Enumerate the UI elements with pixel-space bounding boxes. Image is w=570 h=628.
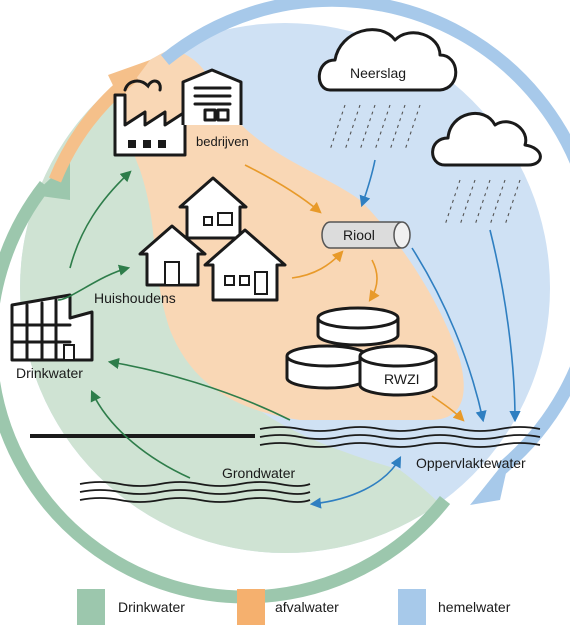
house-icon-right xyxy=(203,228,287,302)
orange-cycle-arrowhead xyxy=(108,60,150,100)
label-rwzi: RWZI xyxy=(384,371,420,387)
house-icon-left xyxy=(138,224,207,287)
cloud-small-icon xyxy=(431,111,542,167)
green-flow-arrows xyxy=(57,170,291,479)
label-neerslag: Neerslag xyxy=(350,65,406,81)
label-grondwater: Grondwater xyxy=(222,465,295,481)
legend-label-hemelwater: hemelwater xyxy=(438,599,511,615)
legend-label-drinkwater: Drinkwater xyxy=(118,599,185,615)
arrow-orange-riool-to-rwzi xyxy=(368,259,380,302)
label-riool: Riool xyxy=(343,227,375,243)
label-oppervlaktewater: Oppervlaktewater xyxy=(416,455,526,471)
arrow-green-ground-to-drinkwater xyxy=(90,389,191,479)
groundwater-lines xyxy=(79,481,311,503)
orange-flow-arrows xyxy=(244,164,465,422)
arrow-orange-bedrijven-to-riool xyxy=(244,164,322,214)
label-bedrijven: bedrijven xyxy=(196,134,249,149)
label-drinkwater: Drinkwater xyxy=(16,365,83,381)
green-cycle-arrow xyxy=(0,180,451,604)
warehouse-icon xyxy=(181,68,243,125)
cloud-neerslag-icon xyxy=(317,28,458,92)
arrow-green-to-houses xyxy=(57,264,131,301)
house-icon-top xyxy=(178,176,248,240)
legend: Drinkwater afvalwater hemelwater xyxy=(77,589,511,625)
arrow-blue-riool-to-surface xyxy=(411,247,487,423)
label-huishoudens: Huishoudens xyxy=(94,290,176,306)
arrow-blue-surface-ground-exchange xyxy=(309,456,402,509)
legend-swatch-drinkwater xyxy=(77,589,105,625)
arrow-green-to-factory xyxy=(69,170,132,269)
drinkwater-building-icon xyxy=(10,293,94,362)
legend-label-afvalwater: afvalwater xyxy=(275,599,339,615)
arrow-orange-houses-to-riool xyxy=(291,250,344,279)
legend-swatch-afvalwater xyxy=(237,589,265,625)
legend-swatch-hemelwater xyxy=(398,589,426,625)
arrow-blue-rain-to-riool xyxy=(359,159,376,208)
factory-icon xyxy=(113,79,187,157)
arrow-blue-rain-to-surface xyxy=(489,229,521,423)
blue-flow-arrows xyxy=(309,159,521,509)
blue-cycle-arrowhead xyxy=(470,455,510,505)
arrow-green-surface-to-drinkwater xyxy=(107,357,291,421)
rwzi-tanks-icon xyxy=(285,306,438,397)
surface-water-lines xyxy=(259,426,541,448)
blue-cycle-arrow xyxy=(160,0,570,476)
outer-cycle-arrows xyxy=(0,0,570,604)
arrow-orange-rwzi-to-surface xyxy=(431,395,465,422)
sewer-pipe-icon xyxy=(321,221,411,249)
rain-icon xyxy=(329,104,521,226)
